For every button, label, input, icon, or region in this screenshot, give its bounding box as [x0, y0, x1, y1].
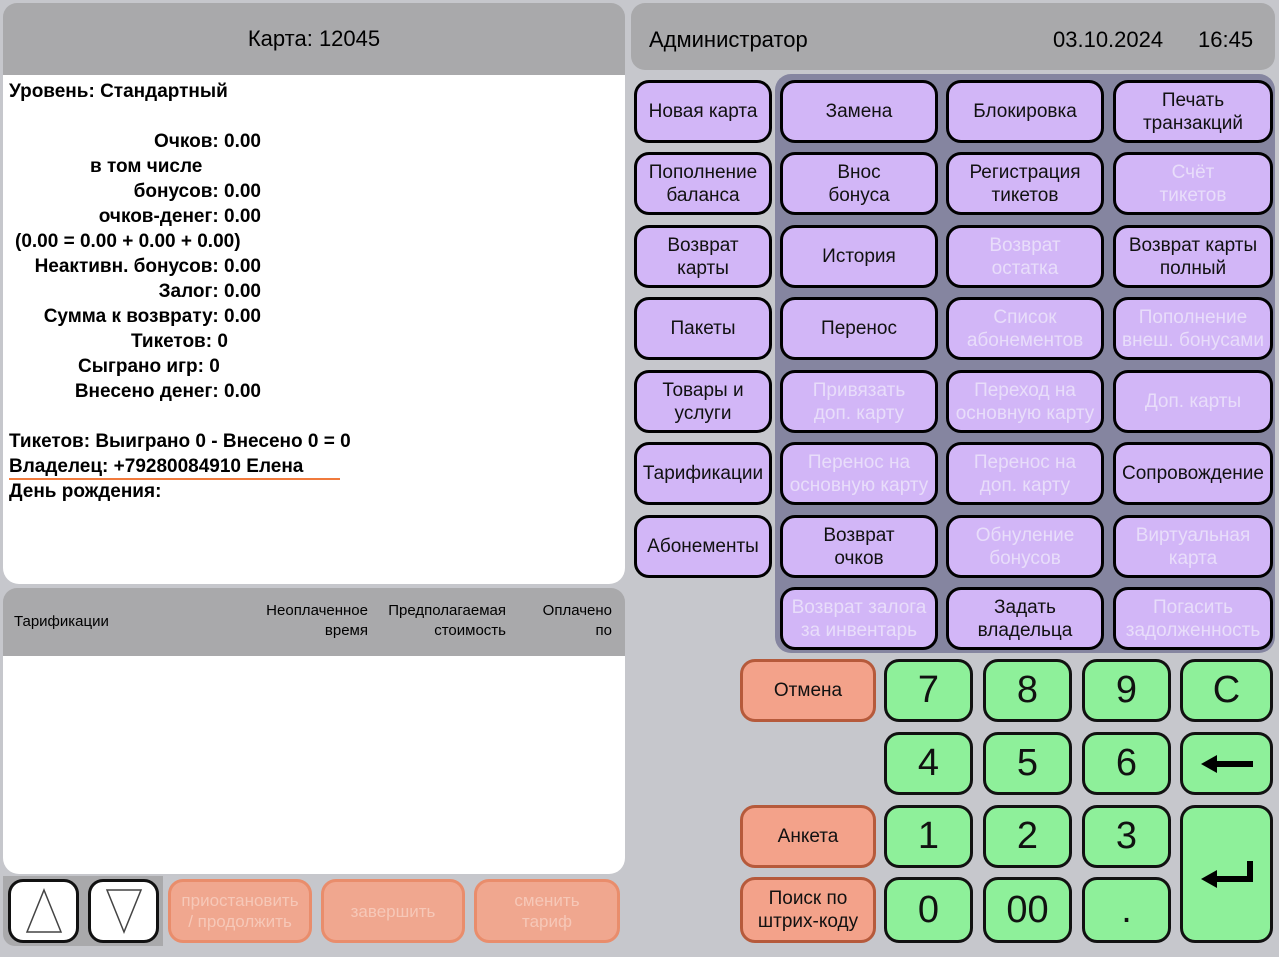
- card-title: Карта: 12045: [247, 26, 381, 51]
- scroll-down-button[interactable]: [88, 879, 159, 943]
- scroll-up-button[interactable]: [8, 879, 79, 943]
- current-time: 16:45: [1198, 27, 1254, 52]
- key-1[interactable]: 1: [884, 805, 973, 868]
- points-text: Очков: 0.00: [154, 131, 261, 152]
- key-9[interactable]: 9: [1082, 659, 1171, 722]
- inactive-bonuses-text: Неактивн. бонусов: 0.00: [34, 256, 261, 277]
- card-header: Карта: 12045: [3, 3, 625, 75]
- owner-text: Владелец: +79280084910 Елена: [9, 456, 304, 477]
- refund-sum-text: Сумма к возврату: 0.00: [43, 306, 261, 327]
- pause-resume-button[interactable]: приостановить/ продолжить: [168, 879, 312, 943]
- top-header: Администратор 03.10.2024 16:45: [631, 3, 1275, 70]
- subscriptions-button[interactable]: Абонементы: [634, 515, 772, 578]
- formula-text: (0.00 = 0.00 + 0.00 + 0.00): [15, 231, 241, 252]
- triangle-down-icon: [104, 887, 144, 935]
- key-backspace[interactable]: [1180, 732, 1273, 795]
- key-dot[interactable]: .: [1082, 877, 1171, 943]
- key-8[interactable]: 8: [983, 659, 1072, 722]
- triangle-up-icon: [24, 887, 64, 935]
- tariffs-table-body: [3, 656, 625, 874]
- key-4[interactable]: 4: [884, 732, 973, 795]
- key-5[interactable]: 5: [983, 732, 1072, 795]
- arrow-left-icon: [1199, 753, 1255, 775]
- money-deposited-text: Внесено денег: 0.00: [74, 381, 261, 402]
- level-text: Уровень: Стандартный: [9, 81, 228, 102]
- key-0[interactable]: 0: [884, 877, 973, 943]
- current-date: 03.10.2024: [1053, 27, 1164, 52]
- enter-icon: [1199, 859, 1255, 889]
- deposit-text: Залог: 0.00: [158, 281, 261, 302]
- finish-button[interactable]: завершить: [321, 879, 465, 943]
- form-button[interactable]: Анкета: [740, 805, 876, 868]
- tickets-text: Тикетов: 0: [131, 331, 228, 352]
- key-00[interactable]: 00: [983, 877, 1072, 943]
- user-name: Администратор: [649, 27, 808, 52]
- block-button[interactable]: Блокировка: [946, 80, 1104, 143]
- extra-cards-button[interactable]: Доп. карты: [1113, 370, 1273, 433]
- key-clear[interactable]: C: [1180, 659, 1273, 722]
- birthday-text: День рождения:: [9, 481, 162, 502]
- history-button[interactable]: История: [780, 225, 938, 288]
- tariffing-button[interactable]: Тарификации: [634, 442, 772, 505]
- card-info-panel: Уровень: Стандартный Очков: 0.00 в том ч…: [3, 75, 625, 584]
- col-tariffs: Тарификации: [14, 613, 109, 630]
- key-7[interactable]: 7: [884, 659, 973, 722]
- points-money-text: очков-денег: 0.00: [98, 206, 261, 227]
- key-6[interactable]: 6: [1082, 732, 1171, 795]
- new-card-button[interactable]: Новая карта: [634, 80, 772, 143]
- games-played-text: Сыграно игр: 0: [78, 356, 220, 377]
- packages-button[interactable]: Пакеты: [634, 297, 772, 360]
- key-enter[interactable]: [1180, 805, 1273, 943]
- replace-button[interactable]: Замена: [780, 80, 938, 143]
- escort-button[interactable]: Сопровождение: [1113, 442, 1273, 505]
- cancel-button[interactable]: Отмена: [740, 659, 876, 722]
- bonuses-text: бонусов: 0.00: [133, 181, 261, 202]
- key-3[interactable]: 3: [1082, 805, 1171, 868]
- key-2[interactable]: 2: [983, 805, 1072, 868]
- transfer-button[interactable]: Перенос: [780, 297, 938, 360]
- tickets-summary-text: Тикетов: Выиграно 0 - Внесено 0 = 0: [9, 431, 351, 452]
- owner-underline: [9, 478, 340, 480]
- including-text: в том числе: [90, 156, 203, 177]
